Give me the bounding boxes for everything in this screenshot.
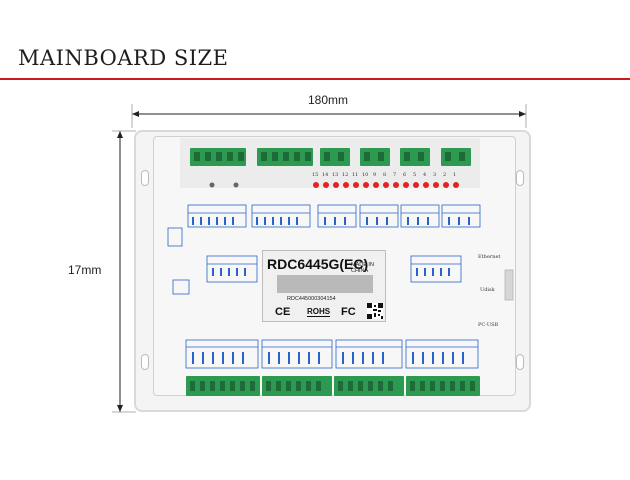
model-label-card: RDC6445G(EC) MADE IN CHINA RDC4450003041… (262, 250, 386, 322)
mount-hole (141, 354, 149, 370)
mount-hole (516, 354, 524, 370)
height-label: 17mm (68, 263, 102, 277)
led-number: 8 (383, 172, 387, 178)
led-number: 9 (373, 172, 377, 178)
title-divider (0, 78, 630, 80)
label-blank-area (277, 275, 373, 293)
udisk-label: Udisk (480, 287, 495, 293)
upper-blue-labels (187, 204, 481, 228)
top-connector-pins (194, 152, 465, 161)
top-led-row (313, 182, 459, 188)
page-title: MAINBOARD SIZE (18, 46, 229, 70)
led-number: 14 (322, 172, 329, 178)
pc-usb-label: PC-USB (478, 322, 499, 328)
led-number: 15 (312, 172, 319, 178)
qr-code-icon (367, 303, 383, 319)
led-number: 12 (342, 172, 349, 178)
middle-blue-labels (167, 227, 462, 295)
mount-hole (141, 170, 149, 186)
side-ports (504, 269, 514, 301)
led-number: 11 (352, 172, 359, 178)
led-number: 7 (393, 172, 397, 178)
width-dimension-line (131, 104, 527, 128)
mount-hole (516, 170, 524, 186)
fc-mark: FC (341, 306, 356, 318)
width-label: 180mm (308, 93, 349, 107)
rohs-mark: ROHS (307, 307, 331, 317)
led-number: 1 (453, 172, 457, 178)
model-name: RDC6445G(EC) (267, 256, 369, 272)
led-number: 4 (423, 172, 427, 178)
ethernet-label: Ethernet (478, 254, 501, 260)
led-number: 3 (433, 172, 437, 178)
led-number: 2 (443, 172, 447, 178)
led-number-row: 15 14 13 12 11 10 9 8 7 6 5 4 3 2 1 (312, 172, 462, 180)
middle-label-text (212, 268, 450, 276)
origin-text: MADE IN CHINA (351, 262, 374, 274)
lower-blue-labels (185, 339, 479, 369)
upper-label-text (192, 217, 470, 225)
lower-label-text (192, 352, 464, 364)
ce-mark: CE (275, 306, 291, 318)
serial-number: RDC445000304154 (287, 296, 336, 302)
led-number: 10 (362, 172, 369, 178)
led-number: 5 (413, 172, 417, 178)
led-number: 13 (332, 172, 339, 178)
bottom-connector-pins (190, 381, 475, 391)
height-dimension-line (112, 130, 136, 413)
status-leds (209, 182, 239, 188)
led-number: 6 (403, 172, 407, 178)
